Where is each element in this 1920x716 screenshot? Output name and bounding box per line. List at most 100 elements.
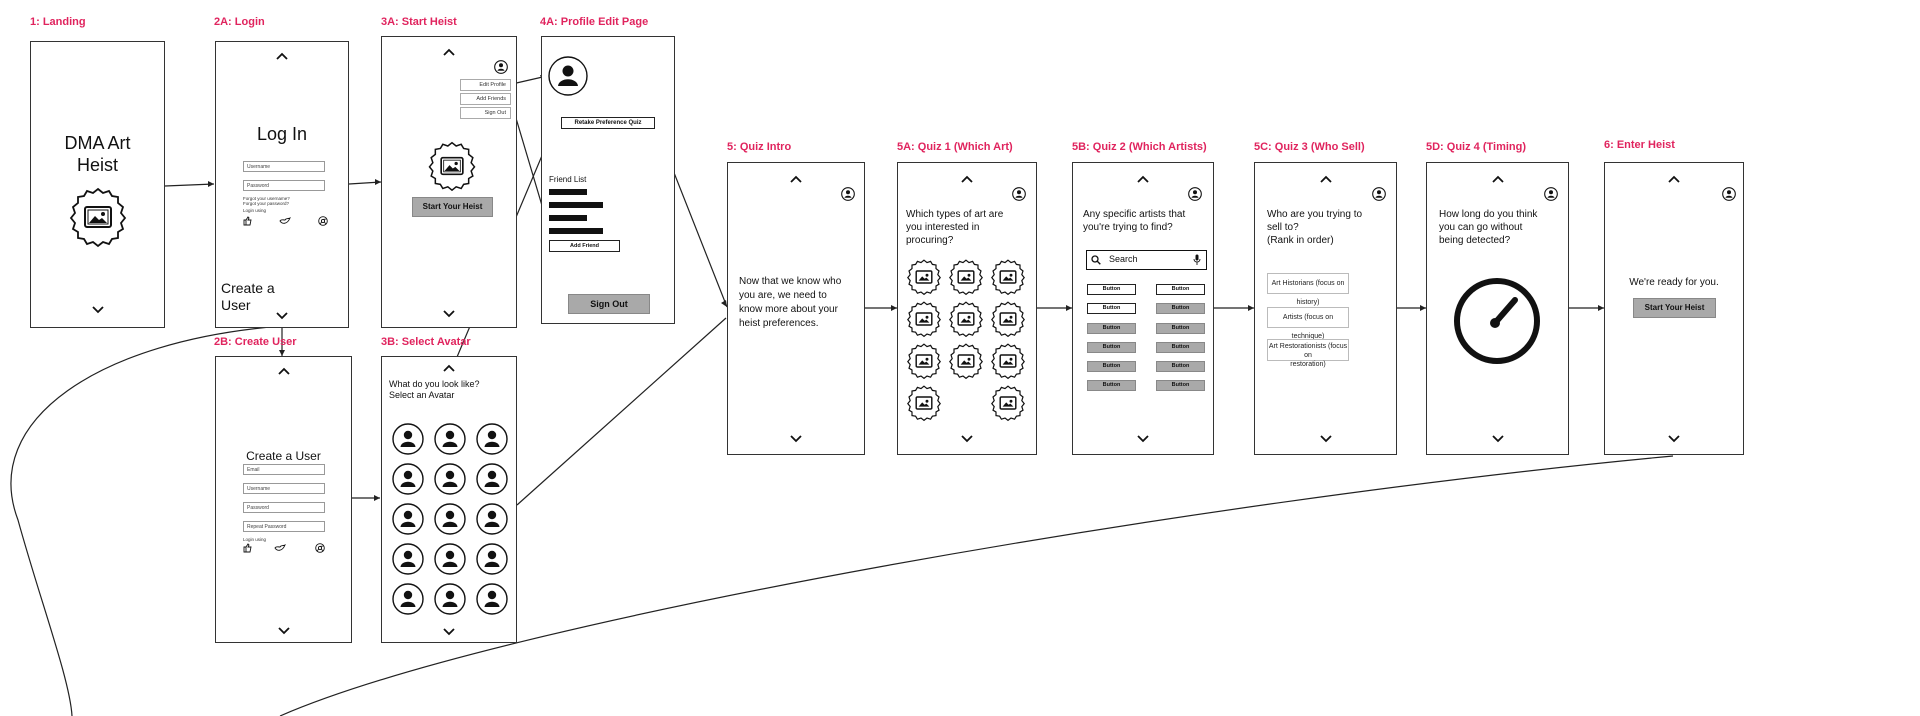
thumbs-up-icon[interactable] bbox=[243, 543, 253, 553]
repeat-password-field[interactable]: Repeat Password bbox=[243, 521, 325, 532]
chrome-icon[interactable] bbox=[318, 216, 328, 226]
rank-option-art-restorationists[interactable]: Art Restorationists (focus on restoratio… bbox=[1267, 339, 1349, 368]
friend-list-item[interactable] bbox=[549, 228, 603, 234]
microphone-icon[interactable] bbox=[1193, 254, 1201, 266]
avatar-option-icon[interactable] bbox=[476, 463, 508, 495]
artist-option-button[interactable]: Button bbox=[1087, 361, 1136, 372]
menu-item-sign-out[interactable]: Sign Out bbox=[460, 107, 511, 119]
forgot-username-link[interactable]: Forgot your username? bbox=[243, 196, 290, 201]
thumbs-up-icon[interactable] bbox=[243, 216, 253, 226]
user-avatar-icon[interactable] bbox=[1012, 187, 1026, 201]
user-avatar-icon[interactable] bbox=[1544, 187, 1558, 201]
artist-option-button[interactable]: Button bbox=[1156, 380, 1205, 391]
chevron-up-icon[interactable] bbox=[443, 364, 455, 376]
create-user-link[interactable]: Create a User bbox=[221, 280, 275, 314]
art-type-option-icon[interactable] bbox=[990, 343, 1026, 380]
art-type-option-icon[interactable] bbox=[990, 259, 1026, 296]
avatar-option-icon[interactable] bbox=[392, 503, 424, 535]
chevron-down-icon[interactable] bbox=[1668, 435, 1680, 447]
chevron-down-icon[interactable] bbox=[276, 312, 288, 324]
art-type-option-icon[interactable] bbox=[948, 343, 984, 380]
avatar-option-icon[interactable] bbox=[392, 583, 424, 615]
art-type-option-icon[interactable] bbox=[948, 301, 984, 338]
artist-search-input[interactable]: Search bbox=[1086, 250, 1207, 270]
chevron-up-icon[interactable] bbox=[790, 175, 802, 187]
rank-option-artists[interactable]: Artists (focus on technique) bbox=[1267, 307, 1349, 340]
chevron-down-icon[interactable] bbox=[443, 628, 455, 640]
chevron-down-icon[interactable] bbox=[790, 435, 802, 447]
friend-list-item[interactable] bbox=[549, 189, 587, 195]
friend-list-item[interactable] bbox=[549, 202, 603, 208]
art-type-option-icon[interactable] bbox=[906, 301, 942, 338]
chevron-down-icon[interactable] bbox=[443, 310, 455, 322]
user-avatar-icon[interactable] bbox=[841, 187, 855, 201]
chevron-up-icon[interactable] bbox=[443, 48, 455, 60]
art-type-option-icon[interactable] bbox=[906, 343, 942, 380]
avatar-option-icon[interactable] bbox=[392, 423, 424, 455]
chevron-down-icon[interactable] bbox=[91, 306, 104, 318]
password-field[interactable]: Password bbox=[243, 502, 325, 513]
start-heist-button[interactable]: Start Your Heist bbox=[412, 197, 493, 217]
artist-option-button[interactable]: Button bbox=[1156, 361, 1205, 372]
sign-out-button[interactable]: Sign Out bbox=[568, 294, 650, 314]
avatar-option-icon[interactable] bbox=[476, 543, 508, 575]
avatar-option-icon[interactable] bbox=[476, 583, 508, 615]
art-type-option-icon[interactable] bbox=[990, 301, 1026, 338]
email-field[interactable]: Email bbox=[243, 464, 325, 475]
chevron-up-icon[interactable] bbox=[961, 175, 973, 187]
chevron-down-icon[interactable] bbox=[1491, 435, 1504, 447]
menu-item-edit-profile[interactable]: Edit Profile bbox=[460, 79, 511, 91]
user-avatar-icon[interactable] bbox=[1372, 187, 1386, 201]
avatar-option-icon[interactable] bbox=[434, 423, 466, 455]
avatar-option-icon[interactable] bbox=[434, 463, 466, 495]
art-type-option-icon[interactable] bbox=[906, 385, 942, 422]
avatar-option-icon[interactable] bbox=[434, 543, 466, 575]
artist-option-button[interactable]: Button bbox=[1156, 303, 1205, 314]
chevron-up-icon[interactable] bbox=[1491, 175, 1504, 187]
enter-start-heist-button[interactable]: Start Your Heist bbox=[1633, 298, 1716, 318]
friend-list-item[interactable] bbox=[549, 215, 587, 221]
user-avatar-icon[interactable] bbox=[494, 60, 508, 74]
chevron-down-icon[interactable] bbox=[961, 435, 973, 447]
chevron-down-icon[interactable] bbox=[1137, 435, 1149, 447]
bird-icon[interactable] bbox=[279, 216, 291, 226]
bird-icon[interactable] bbox=[274, 543, 286, 553]
avatar-option-icon[interactable] bbox=[434, 503, 466, 535]
avatar-option-icon[interactable] bbox=[476, 503, 508, 535]
chevron-down-icon[interactable] bbox=[1319, 435, 1332, 447]
artist-option-button[interactable]: Button bbox=[1087, 303, 1136, 314]
artist-option-button[interactable]: Button bbox=[1156, 323, 1205, 334]
art-type-option-icon[interactable] bbox=[906, 259, 942, 296]
chevron-up-icon[interactable] bbox=[277, 367, 290, 379]
chevron-up-icon[interactable] bbox=[1319, 175, 1332, 187]
chrome-icon[interactable] bbox=[315, 543, 325, 553]
username-input[interactable]: Username bbox=[243, 161, 325, 172]
art-type-option-icon[interactable] bbox=[990, 385, 1026, 422]
profile-avatar-icon[interactable] bbox=[548, 56, 588, 96]
menu-item-add-friends[interactable]: Add Friends bbox=[460, 93, 511, 105]
forgot-password-link[interactable]: Forgot your password? bbox=[243, 201, 290, 206]
artist-option-button[interactable]: Button bbox=[1156, 284, 1205, 295]
avatar-option-icon[interactable] bbox=[392, 543, 424, 575]
password-input[interactable]: Password bbox=[243, 180, 325, 191]
avatar-option-icon[interactable] bbox=[392, 463, 424, 495]
username-field[interactable]: Username bbox=[243, 483, 325, 494]
artist-option-button[interactable]: Button bbox=[1087, 380, 1136, 391]
avatar-option-icon[interactable] bbox=[476, 423, 508, 455]
user-avatar-icon[interactable] bbox=[1188, 187, 1202, 201]
chevron-up-icon[interactable] bbox=[1137, 175, 1149, 187]
user-avatar-icon[interactable] bbox=[1722, 187, 1736, 201]
artist-option-button[interactable]: Button bbox=[1087, 284, 1136, 295]
artist-option-button[interactable]: Button bbox=[1156, 342, 1205, 353]
art-type-option-icon[interactable] bbox=[948, 259, 984, 296]
add-friend-button[interactable]: Add Friend bbox=[549, 240, 620, 252]
artist-option-button[interactable]: Button bbox=[1087, 323, 1136, 334]
rank-option-art-historians[interactable]: Art Historians (focus on history) bbox=[1267, 273, 1349, 306]
timer-dial-icon[interactable] bbox=[1452, 276, 1542, 366]
artist-option-button[interactable]: Button bbox=[1087, 342, 1136, 353]
chevron-up-icon[interactable] bbox=[1668, 175, 1680, 187]
chevron-down-icon[interactable] bbox=[277, 627, 290, 639]
retake-quiz-button[interactable]: Retake Preference Quiz bbox=[561, 117, 655, 129]
chevron-up-icon[interactable] bbox=[276, 52, 288, 64]
avatar-option-icon[interactable] bbox=[434, 583, 466, 615]
